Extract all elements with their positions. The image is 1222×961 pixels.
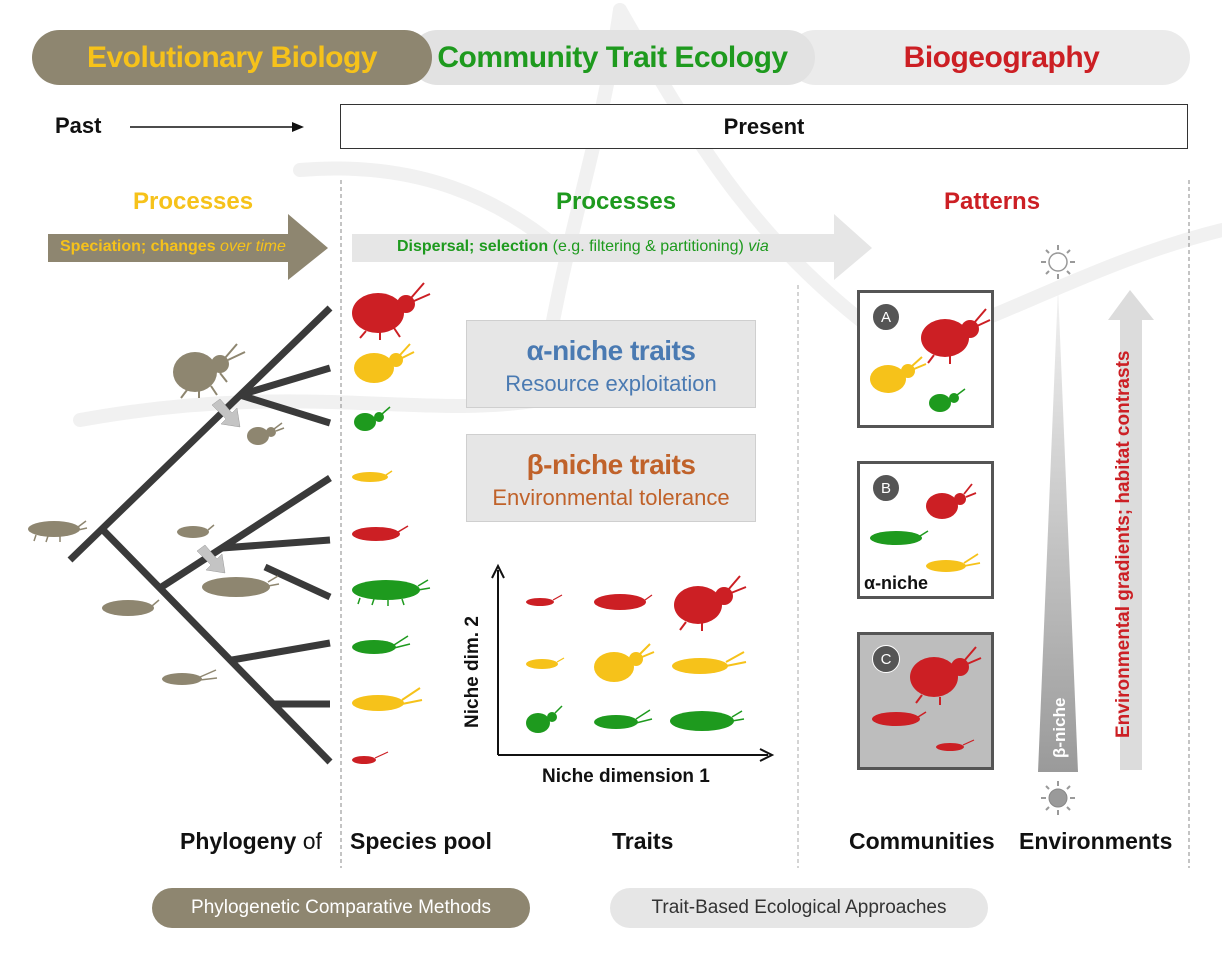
community-a: A bbox=[857, 290, 994, 428]
beta-niche-subtitle: Environmental tolerance bbox=[492, 485, 730, 510]
processes-evolution-heading: Processes bbox=[133, 188, 254, 215]
pcm-label: Phylogenetic Comparative Methods bbox=[191, 897, 491, 918]
plot-green-elongate-icon bbox=[670, 710, 745, 731]
ancestor-slender-icon bbox=[162, 669, 218, 685]
speciation-arrow bbox=[48, 214, 328, 280]
present-label: Present bbox=[723, 113, 805, 139]
springtail-yellow-icon bbox=[354, 343, 415, 383]
plot-red-small-icon bbox=[526, 594, 563, 606]
plot-x-axis-label: Niche dimension 1 bbox=[542, 766, 710, 787]
community-trait-ecology-header: Community Trait Ecology bbox=[410, 30, 815, 85]
plot-yellow-slender-icon bbox=[672, 651, 747, 674]
plot-axes bbox=[491, 563, 775, 762]
sun-icon-top bbox=[1041, 245, 1075, 279]
community-b-badge: B bbox=[872, 474, 900, 502]
slender-yellow-icon bbox=[352, 687, 423, 711]
plot-yellow-round-icon bbox=[594, 643, 655, 682]
past-arrow bbox=[130, 122, 304, 132]
evolutionary-biology-header: Evolutionary Biology bbox=[32, 30, 432, 85]
plot-y-axis-label: Niche dim. 2 bbox=[462, 616, 483, 728]
gradient-arrow bbox=[1108, 290, 1154, 770]
species-pool bbox=[352, 282, 431, 764]
plot-green-slender-icon bbox=[594, 709, 653, 729]
alpha-niche-traits-box: α-niche traits Resource exploitation bbox=[466, 320, 756, 408]
springtail-red-icon bbox=[921, 308, 991, 364]
sun-icon-bottom bbox=[1041, 781, 1075, 815]
plot-red-round-icon bbox=[674, 575, 747, 631]
species-pool-label: Species pool bbox=[350, 828, 492, 854]
springtail-red-icon bbox=[926, 483, 977, 519]
ancestor-elongate-icon bbox=[28, 520, 88, 543]
niche-plot bbox=[491, 563, 775, 762]
environmental-gradients-label: Environmental gradients; habitat contras… bbox=[1113, 350, 1134, 738]
biogeography-header: Biogeography bbox=[788, 30, 1190, 85]
community-a-badge: A bbox=[872, 303, 900, 331]
beta-niche-wedge bbox=[1038, 288, 1078, 772]
trait-based-ecological-approaches-pill: Trait-Based Ecological Approaches bbox=[610, 888, 988, 928]
beta-niche-title: β-niche traits bbox=[526, 449, 696, 480]
springtail-green-small-icon bbox=[354, 406, 391, 431]
dispersal-arrow bbox=[352, 214, 872, 280]
slender-red-small-icon bbox=[936, 739, 975, 751]
speciation-text: Speciation; changes over time bbox=[60, 238, 286, 255]
biogeography-title: Biogeography bbox=[903, 40, 1100, 74]
elongate-green-large-icon bbox=[352, 579, 431, 606]
ancestor-elongate-icon bbox=[177, 524, 215, 538]
elongate-yellow-small-icon bbox=[352, 470, 393, 482]
environment-graphic bbox=[1038, 245, 1154, 815]
community-a-organisms bbox=[870, 308, 991, 412]
springtail-red-large-icon bbox=[352, 282, 431, 340]
tbea-label: Trait-Based Ecological Approaches bbox=[651, 897, 947, 918]
plot-red-elongate-icon bbox=[594, 594, 653, 610]
community-c: C bbox=[857, 632, 994, 770]
community-c-badge: C bbox=[872, 645, 900, 673]
springtail-yellow-icon bbox=[870, 356, 927, 393]
patterns-heading: Patterns bbox=[944, 188, 1041, 215]
community-trait-ecology-title: Community Trait Ecology bbox=[437, 40, 788, 74]
community-c-organisms bbox=[872, 646, 982, 751]
evolutionary-biology-title: Evolutionary Biology bbox=[86, 40, 378, 74]
dispersal-text: Dispersal; selection (e.g. filtering & p… bbox=[397, 238, 769, 255]
transition-arrow-icon bbox=[211, 398, 241, 428]
ancestor-elongate-icon bbox=[202, 575, 280, 597]
springtail-green-small-icon bbox=[929, 388, 966, 412]
community-b: B α-niche bbox=[857, 461, 994, 599]
transition-arrow-icon bbox=[196, 544, 226, 574]
elongate-red-icon bbox=[352, 525, 409, 541]
ancestor-springtail-large-icon bbox=[173, 343, 246, 399]
springtail-red-icon bbox=[910, 646, 982, 705]
plot-yellow-small-icon bbox=[526, 657, 565, 669]
community-b-organisms bbox=[870, 483, 981, 572]
communities-label: Communities bbox=[849, 828, 995, 854]
elongate-red-icon bbox=[872, 711, 927, 726]
alpha-niche-label: α-niche bbox=[864, 573, 929, 593]
slender-yellow-icon bbox=[926, 553, 981, 572]
beta-niche-traits-box: β-niche traits Environmental tolerance bbox=[466, 434, 756, 522]
alpha-niche-subtitle: Resource exploitation bbox=[505, 371, 717, 396]
phylogeny-tree bbox=[67, 305, 333, 765]
slender-green-icon bbox=[352, 635, 411, 654]
phylogenetic-comparative-methods-pill: Phylogenetic Comparative Methods bbox=[152, 888, 530, 928]
alpha-niche-title: α-niche traits bbox=[526, 335, 696, 366]
slender-red-small-icon bbox=[352, 751, 389, 764]
beta-niche-label: β-niche bbox=[1050, 697, 1069, 758]
ancestor-elongate-icon bbox=[102, 599, 160, 616]
processes-ecology-heading: Processes bbox=[556, 188, 677, 215]
elongate-green-icon bbox=[870, 530, 929, 545]
ancestor-springtail-small-icon bbox=[247, 422, 285, 445]
plot-green-round-icon bbox=[526, 705, 563, 733]
traits-label: Traits bbox=[612, 828, 674, 854]
present-box: Present bbox=[340, 104, 1188, 149]
environments-label: Environments bbox=[1019, 828, 1173, 854]
past-label: Past bbox=[55, 113, 102, 138]
phylogeny-label: Phylogeny of bbox=[180, 828, 322, 854]
